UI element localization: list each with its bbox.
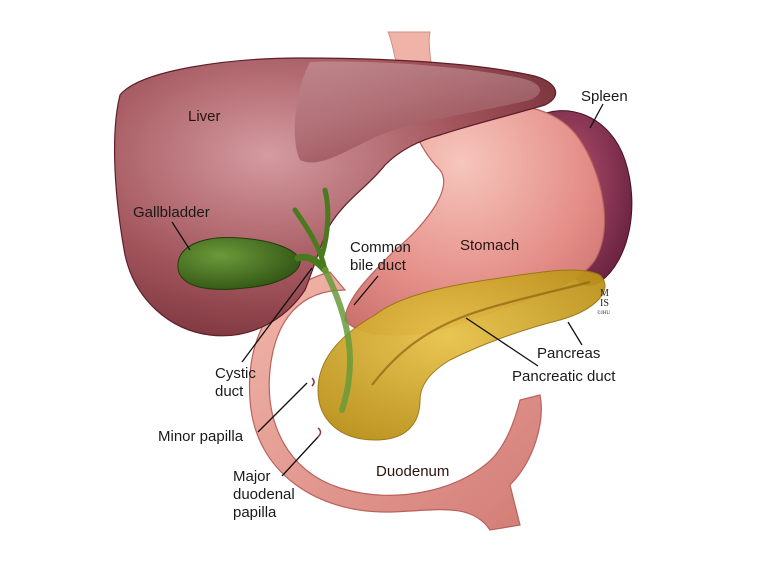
stomach-label: Stomach [460, 237, 519, 254]
major-papilla-label-2: duodenal [233, 486, 295, 503]
minor-papilla-label: Minor papilla [158, 428, 244, 445]
pancreatic-duct-leader [465, 317, 539, 367]
pancreatic-duct-label: Pancreatic duct [512, 368, 616, 385]
major-papilla-label-1: Major [233, 468, 271, 485]
signature-line-2: IS [600, 298, 609, 309]
spleen-label: Spleen [581, 88, 628, 105]
pancreas-shape [317, 269, 606, 441]
artist-signature: M IS ©JHU [597, 288, 610, 316]
duodenum-shape [248, 271, 542, 531]
liver-lobe-highlight [294, 61, 541, 163]
signature-line-1: M [600, 288, 609, 299]
hepatic-duct-shape [292, 187, 331, 273]
pancreas-label: Pancreas [537, 345, 600, 362]
spleen-leader [589, 103, 604, 129]
cystic-duct-label-1: Cystic [215, 365, 256, 382]
duodenum-label: Duodenum [376, 463, 449, 480]
cystic-duct-leader [241, 267, 313, 363]
gallbladder-leader [171, 221, 191, 251]
signature-line-3: ©JHU [597, 310, 610, 316]
minor-papilla-leader [257, 382, 308, 433]
major-papilla-mark [317, 427, 322, 438]
common-bile-duct-leader [353, 275, 379, 306]
pancreas-leader [567, 321, 583, 346]
pancreatic-duct-shape [371, 280, 591, 386]
common-bile-duct-label-2: bile duct [350, 257, 407, 274]
liver-label: Liver [188, 108, 221, 125]
major-papilla-leader [281, 436, 319, 477]
cystic-duct-label-2: duct [215, 383, 244, 400]
common-bile-duct-shape [322, 267, 354, 413]
major-papilla-label-3: papilla [233, 504, 277, 521]
gallbladder-label: Gallbladder [133, 204, 210, 221]
minor-papilla-mark [311, 377, 315, 387]
common-bile-duct-label-1: Common [350, 239, 411, 256]
